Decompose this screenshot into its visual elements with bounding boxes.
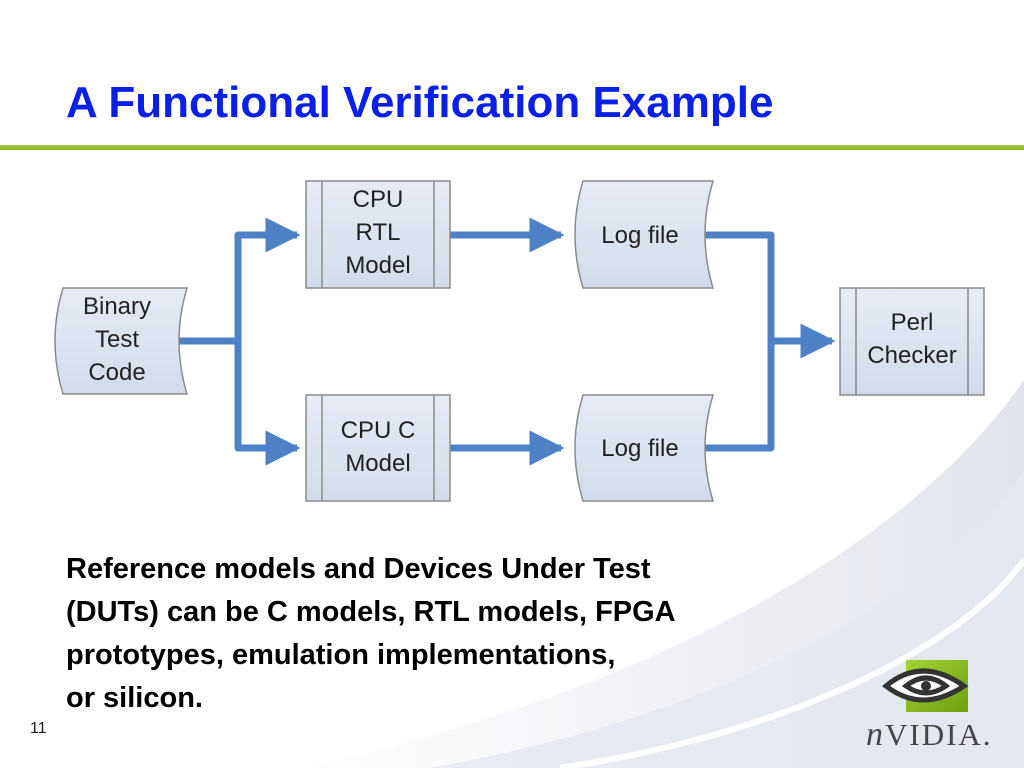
body-line: or silicon.: [66, 682, 203, 714]
body-line: prototypes, emulation implementations,: [66, 639, 616, 671]
node-label-line: Checker: [867, 342, 956, 369]
arrow-binary-to-c-model: [234, 341, 301, 466]
wordmark-n: n: [866, 716, 885, 753]
node-label-line: RTL: [356, 219, 401, 246]
nvidia-wordmark: nVIDIA.: [866, 716, 993, 754]
slide-number: 11: [30, 720, 47, 737]
node-cpu-c-model: CPU C Model: [305, 394, 451, 502]
node-perl-checker: Perl Checker: [839, 287, 985, 396]
body-line: (DUTs) can be C models, RTL models, FPGA: [66, 596, 676, 628]
node-label-line: Binary: [83, 293, 151, 320]
node-label-line: Log file: [601, 222, 678, 249]
node-binary-test-code: Binary Test Code: [54, 287, 189, 395]
node-label-line: Test: [95, 326, 139, 353]
node-label-line: CPU C: [341, 417, 416, 444]
arrow-log-top-to-checker: [695, 231, 836, 359]
node-log-file-top: Log file: [574, 180, 715, 289]
nvidia-eye-logo-icon: [882, 660, 969, 712]
node-label-line: Model: [345, 450, 410, 477]
arrow-binary-to-rtl: [177, 217, 301, 345]
node-log-file-bottom: Log file: [574, 394, 715, 502]
node-label-line: CPU: [353, 186, 404, 213]
node-label-line: Code: [88, 359, 145, 386]
title-divider: [0, 145, 1024, 150]
slide-title: A Functional Verification Example: [66, 78, 774, 127]
node-cpu-rtl-model: CPU RTL Model: [305, 180, 451, 289]
node-label-line: Model: [345, 252, 410, 279]
arrow-log-bottom-to-checker: [695, 341, 775, 452]
connector-lines: [177, 217, 836, 466]
node-label-line: Perl: [891, 309, 934, 336]
body-text: Reference models and Devices Under Test …: [66, 548, 886, 720]
wordmark-rest: VIDIA.: [885, 717, 993, 752]
node-label-line: Log file: [601, 435, 678, 462]
body-line: Reference models and Devices Under Test: [66, 553, 651, 585]
